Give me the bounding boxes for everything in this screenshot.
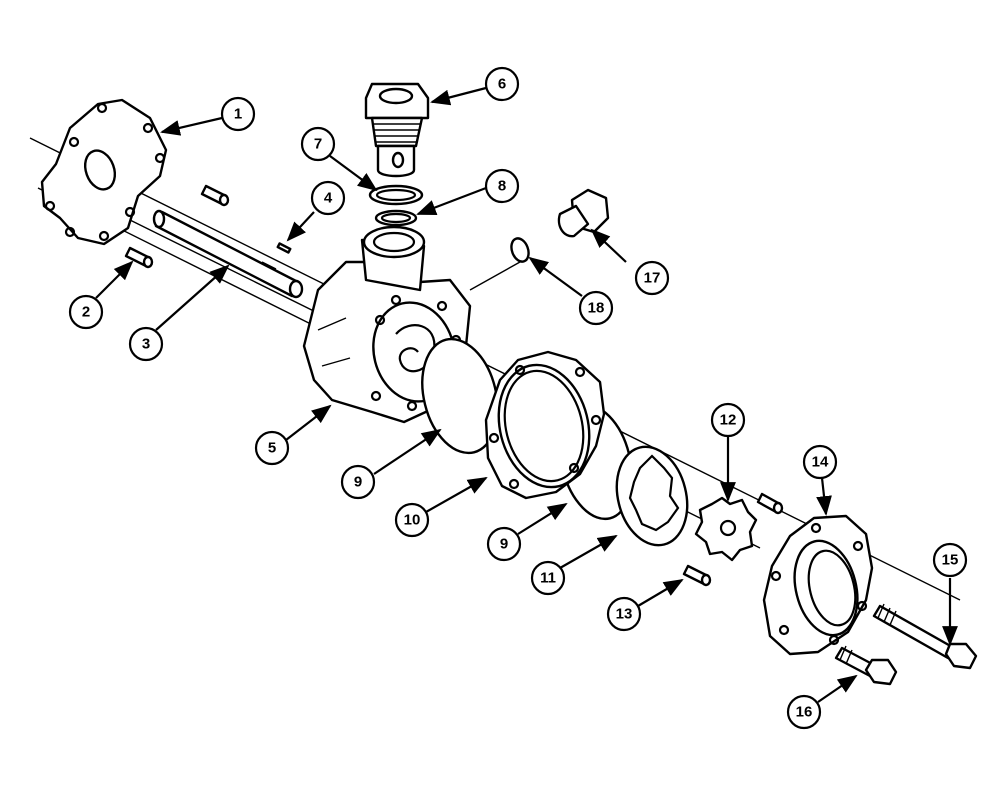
callout-3: 3 [128,326,164,362]
callout-17-label: 17 [644,270,661,287]
callout-2: 2 [68,294,104,330]
part-9-seal-ring-front [421,337,499,455]
callout-10: 10 [394,502,430,538]
part-18-o-ring [510,237,530,263]
callout-14: 14 [802,444,838,480]
callout-6: 6 [484,66,520,102]
callout-13-label: 13 [616,606,633,623]
callout-4-label: 4 [324,190,333,207]
part-13-dowel-pins [682,492,784,587]
part-4-key [276,242,292,254]
callout-12: 12 [710,402,746,438]
callout-15-label: 15 [942,552,959,569]
part-10-gear-ring-housing [484,350,606,500]
callout-5-label: 5 [268,440,276,457]
part-3-shaft [152,209,304,299]
callout-16: 16 [786,694,822,730]
dowel-axis-line [129,219,341,325]
part-7-o-ring [368,184,424,206]
callout-7-label: 7 [314,136,322,153]
leader-lines [95,86,958,703]
callout-14-label: 14 [812,454,829,471]
part-15-long-bolt [872,603,978,670]
callout-8: 8 [484,168,520,204]
upper-axis-line [29,137,961,601]
part-17-plug [557,188,610,238]
callout-2-label: 2 [82,304,90,321]
callout-9a-label: 9 [354,474,362,491]
callout-5: 5 [254,430,290,466]
part-16-short-bolt [834,645,898,686]
callout-16-label: 16 [796,704,813,721]
callout-3-label: 3 [142,336,150,353]
part-6-relief-valve [364,82,430,178]
plug-axis-line [469,261,521,291]
callout-18: 18 [578,290,614,326]
callout-11: 11 [530,560,566,596]
part-1-gasket [40,98,168,246]
callout-12-label: 12 [720,412,737,429]
callout-9a: 9 [340,464,376,500]
part-2-dowel-pins [124,184,230,269]
callout-18-label: 18 [588,300,605,317]
callout-6-label: 6 [498,76,506,93]
callout-10-label: 10 [404,512,421,529]
callout-4: 4 [310,180,346,216]
callout-1: 1 [220,96,256,132]
callout-7: 7 [300,126,336,162]
part-14-end-cover [762,514,874,656]
callout-8-label: 8 [498,178,506,195]
callout-13: 13 [606,596,642,632]
callout-17: 17 [634,260,670,296]
callout-9b: 9 [486,526,522,562]
part-8-o-ring [374,209,418,227]
callout-15: 15 [932,542,968,578]
callout-11-label: 11 [540,570,556,587]
callout-1-label: 1 [234,106,242,123]
part-12-inner-gear [694,496,758,562]
part-11-outer-rotor [615,445,689,547]
callout-9b-label: 9 [500,536,508,553]
